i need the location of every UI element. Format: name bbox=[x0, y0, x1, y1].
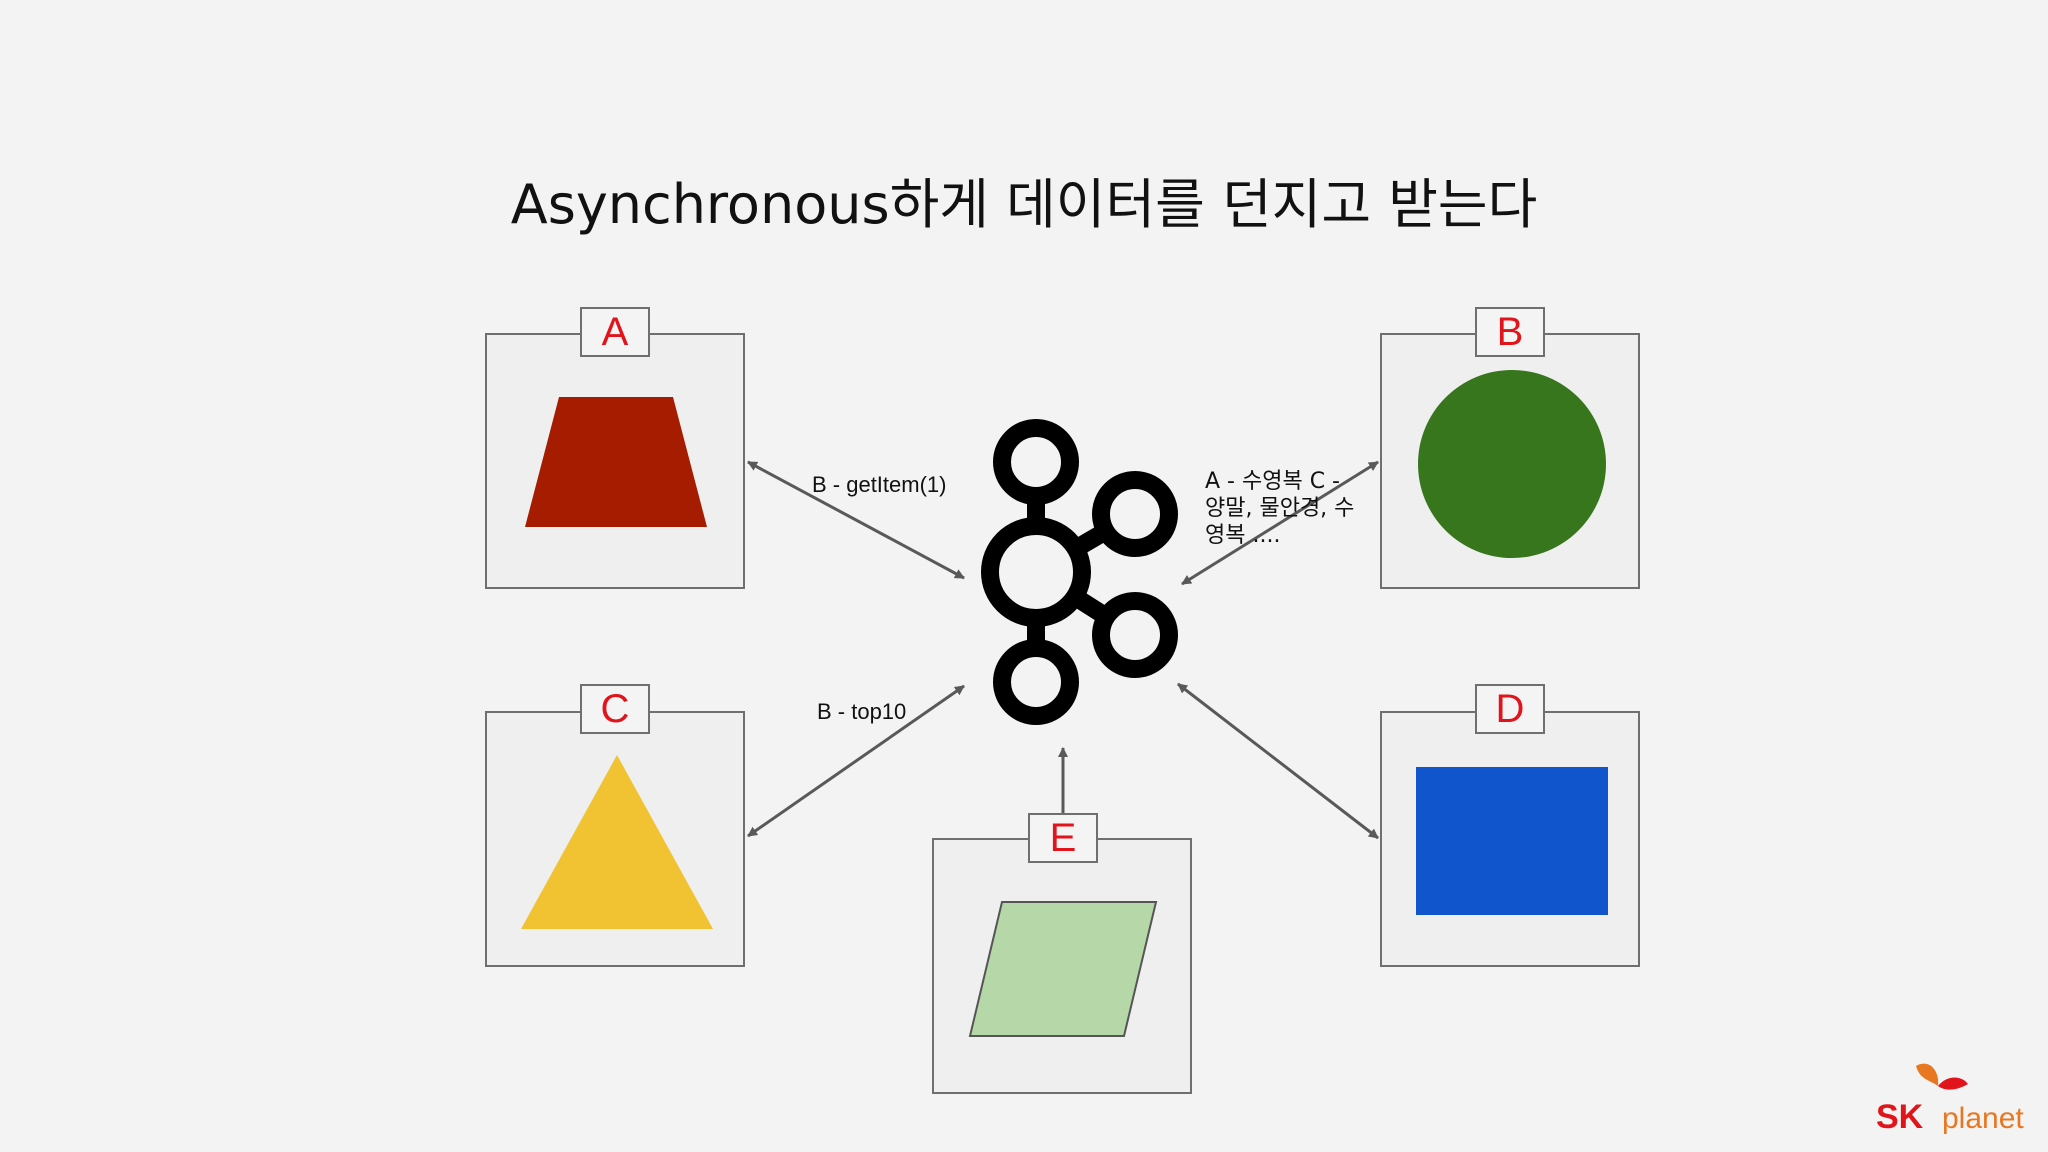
edge-label-b: A - 수영복 C - 양말, 물안경, 수영복 .... bbox=[1205, 469, 1355, 548]
logo-product: planet bbox=[1942, 1102, 2024, 1135]
node-e bbox=[932, 838, 1192, 1094]
kafka-icon bbox=[981, 419, 1178, 725]
edge-label-c: B - top10 bbox=[817, 699, 907, 724]
node-d-label: D bbox=[1475, 684, 1545, 734]
node-a-label: A bbox=[580, 307, 650, 357]
node-d bbox=[1380, 711, 1640, 967]
edge-b-hub bbox=[1181, 460, 1379, 586]
edge-label-a: B - getItem(1) bbox=[812, 472, 947, 497]
node-b-label: B bbox=[1475, 307, 1545, 357]
node-e-label: E bbox=[1028, 813, 1098, 863]
node-a bbox=[485, 333, 745, 589]
slide-title: Asynchronous하게 데이터를 던지고 받는다 bbox=[510, 173, 1538, 236]
node-b bbox=[1380, 333, 1640, 589]
edge-a-hub bbox=[747, 460, 965, 580]
edge-c-hub bbox=[747, 684, 965, 838]
butterfly-icon bbox=[1916, 1063, 1968, 1090]
triangle-shape bbox=[521, 755, 713, 929]
circle-shape bbox=[1418, 370, 1606, 558]
node-c bbox=[485, 711, 745, 967]
trapezoid-shape bbox=[525, 397, 707, 527]
parallelogram-shape bbox=[968, 901, 1158, 1037]
edge-d-hub bbox=[1177, 682, 1379, 840]
logo-brand: SK bbox=[1876, 1098, 1924, 1136]
rectangle-shape bbox=[1416, 767, 1608, 915]
node-c-label: C bbox=[580, 684, 650, 734]
